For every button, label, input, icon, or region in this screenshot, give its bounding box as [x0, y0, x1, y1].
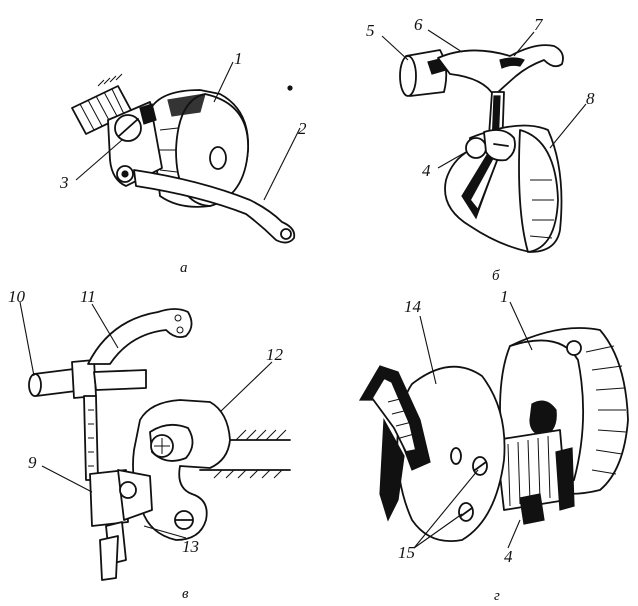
panel-v-ground	[199, 429, 291, 479]
panel-g-leader-15b	[413, 513, 463, 549]
panel-b: 5 6 7 8 4 б	[366, 15, 595, 284]
panel-g-caption: г	[494, 588, 500, 604]
panel-v-label-11: 11	[80, 287, 96, 306]
panel-b-hook	[444, 124, 563, 253]
panel-b-caption: б	[492, 268, 500, 284]
panel-a-hatched-bar	[71, 73, 133, 135]
panel-g-leader-15a	[413, 469, 479, 549]
panel-v-vertical-rod	[83, 395, 153, 581]
panel-b-label-7: 7	[534, 15, 544, 34]
panel-v-label-9: 9	[28, 453, 37, 472]
panel-g-leader-4	[507, 519, 521, 549]
panel-a-label-1: 1	[234, 49, 243, 68]
panel-a-leader-2	[263, 127, 301, 201]
panel-a: 1 2 3 а	[59, 49, 307, 276]
panel-b-leader-4	[437, 151, 467, 169]
panel-a-lever-arm	[133, 169, 296, 244]
panel-v-leader-13	[143, 525, 187, 539]
panel-v-label-10: 10	[8, 287, 26, 306]
panel-b-label-4: 4	[422, 161, 431, 180]
panel-b-leader-8	[549, 103, 587, 149]
panel-g-clip	[358, 365, 431, 522]
panel-a-label-3: 3	[59, 173, 69, 192]
panel-b-leader-7	[513, 31, 535, 57]
panel-a-caption: а	[180, 260, 188, 276]
panel-g-label-15: 15	[398, 543, 415, 562]
panel-a-dot	[287, 85, 293, 91]
panel-v-label-13: 13	[182, 537, 199, 556]
panel-g-label-1: 1	[500, 287, 509, 306]
panel-g-label-14: 14	[404, 297, 422, 316]
panel-v-clamp	[132, 399, 231, 541]
panel-v-arm	[87, 308, 193, 365]
panel-b-label-6: 6	[414, 15, 423, 34]
panel-b-arm	[437, 44, 564, 97]
panel-v-leader-11	[91, 303, 119, 349]
panel-g-leader-1	[509, 301, 533, 351]
panel-v-leader-10	[19, 301, 35, 377]
panel-b-label-8: 8	[586, 89, 595, 108]
panel-g: 14 1 15 4 г	[358, 287, 629, 604]
panel-b-leader-5	[381, 35, 409, 61]
panel-b-knob	[465, 129, 516, 162]
panel-v: 10 11 12 9 13 в	[8, 287, 291, 602]
panel-b-label-5: 5	[366, 21, 375, 40]
panel-g-label-4: 4	[504, 547, 513, 566]
panel-b-leader-6	[427, 29, 463, 53]
panel-g-shaft	[495, 429, 575, 525]
panel-a-label-2: 2	[298, 119, 307, 138]
panel-v-leader-9	[41, 465, 93, 493]
panel-a-screw-bracket	[107, 101, 163, 187]
panel-a-leader-1	[213, 61, 234, 103]
panel-v-caption: в	[182, 586, 189, 602]
panel-v-label-12: 12	[266, 345, 284, 364]
panel-v-leader-12	[219, 361, 273, 413]
panel-v-rod	[28, 359, 147, 399]
panel-g-leader-14	[419, 315, 437, 385]
panel-a-leader-3	[75, 139, 123, 181]
panel-g-plate	[396, 365, 506, 542]
